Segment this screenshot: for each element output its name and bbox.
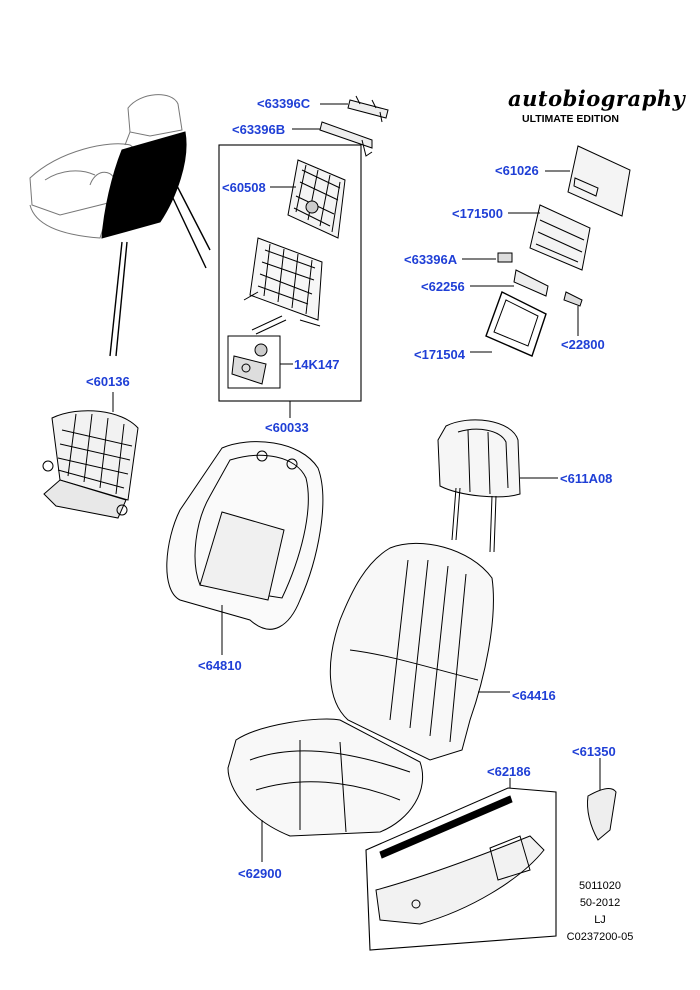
part-61026	[545, 145, 631, 217]
part-61350	[587, 758, 617, 841]
callout-60508[interactable]: <60508	[222, 180, 266, 195]
overview-leader-lines	[109, 183, 211, 357]
callout-60033[interactable]: <60033	[265, 420, 309, 435]
callout-64416[interactable]: <64416	[512, 688, 556, 703]
footer-code-4: C0237200-05	[566, 931, 634, 943]
callout-62900[interactable]: <62900	[238, 866, 282, 881]
part-62256	[470, 269, 549, 297]
part-63396B	[292, 121, 373, 157]
part-frame	[243, 237, 323, 335]
footer-code-2: 50-2012	[579, 897, 621, 909]
part-64416	[329, 542, 510, 761]
part-171500	[508, 204, 591, 271]
callout-62256[interactable]: <62256	[421, 279, 465, 294]
seat-back-highlight	[101, 131, 187, 239]
callout-61026[interactable]: <61026	[495, 163, 539, 178]
callout-611A08[interactable]: <611A08	[560, 471, 613, 486]
part-611A08	[437, 419, 558, 553]
callout-171504[interactable]: <171504	[414, 347, 465, 362]
part-60136	[42, 392, 139, 519]
part-62186	[365, 778, 557, 951]
callout-61350[interactable]: <61350	[572, 744, 616, 759]
footer-code-3: LJ	[594, 914, 606, 926]
part-63396C	[320, 95, 389, 123]
brand-logo: autobiography	[508, 86, 686, 111]
footer-code-1: 5011020	[578, 880, 621, 892]
callout-60136[interactable]: <60136	[86, 374, 130, 389]
part-60508	[270, 159, 346, 239]
part-63396A	[462, 252, 513, 263]
callout-171500[interactable]: <171500	[452, 206, 503, 221]
callout-63396B[interactable]: <63396B	[232, 122, 286, 137]
part-62900	[227, 718, 424, 862]
callout-62186[interactable]: <62186	[487, 764, 531, 779]
part-22800	[563, 291, 583, 336]
callout-14K147[interactable]: 14K147	[294, 357, 340, 372]
callout-22800[interactable]: <22800	[561, 337, 605, 352]
callout-63396A[interactable]: <63396A	[404, 252, 458, 267]
part-171504	[470, 291, 547, 357]
callout-64810[interactable]: <64810	[198, 658, 242, 673]
callout-63396C[interactable]: <63396C	[257, 96, 311, 111]
part-64810	[166, 441, 324, 655]
part-14K147	[227, 335, 293, 389]
edition-label: ULTIMATE EDITION	[522, 113, 620, 125]
